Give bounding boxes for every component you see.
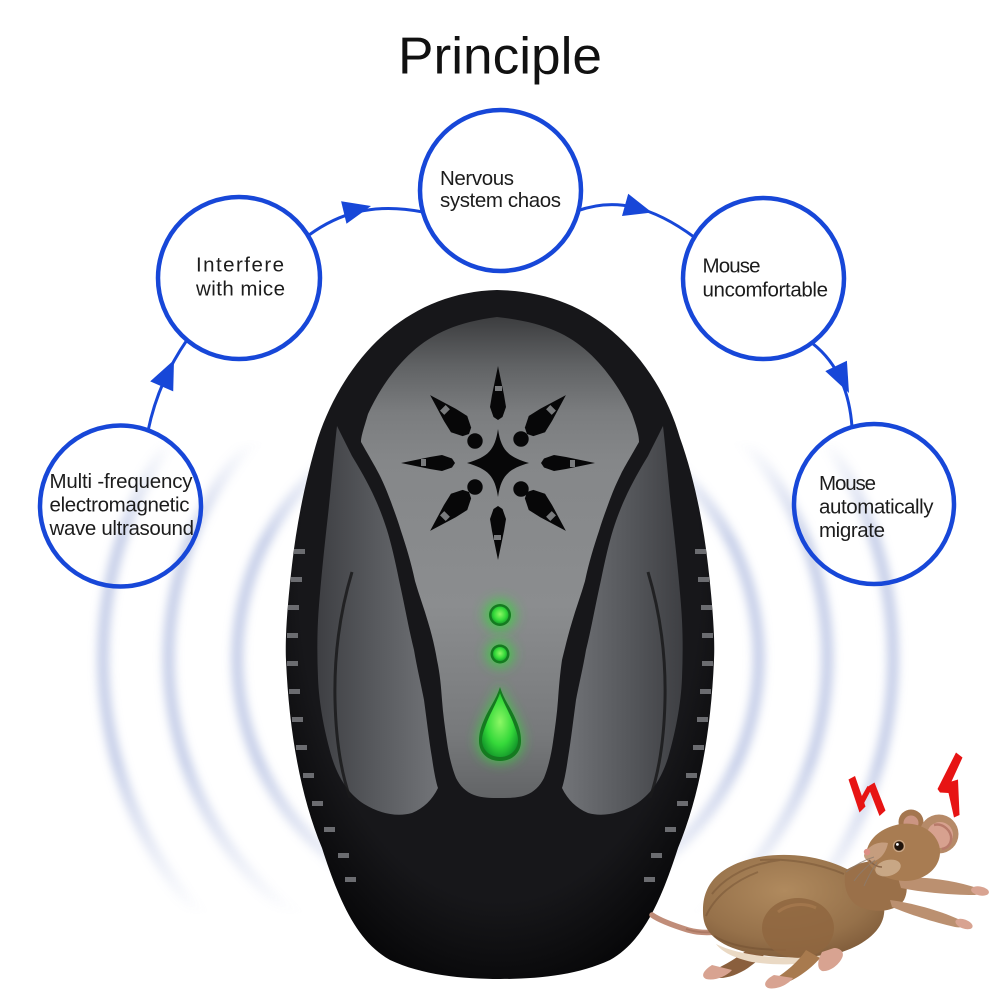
svg-text:migrate: migrate [819, 519, 885, 542]
svg-text:Nervous: Nervous [440, 167, 514, 190]
svg-text:system chaos: system chaos [440, 189, 561, 212]
svg-text:electromagnetic: electromagnetic [50, 494, 190, 517]
svg-text:Interfere: Interfere [196, 254, 284, 277]
svg-text:Multi -frequency: Multi -frequency [50, 470, 194, 493]
svg-text:automatically: automatically [819, 496, 934, 519]
svg-text:Mouse: Mouse [703, 255, 761, 278]
svg-text:wave ultrasound: wave ultrasound [49, 517, 195, 540]
svg-text:Mouse: Mouse [819, 472, 876, 495]
svg-text:with mice: with mice [195, 278, 285, 301]
svg-text:uncomfortable: uncomfortable [703, 279, 829, 302]
svg-text:Principle: Principle [398, 28, 602, 86]
